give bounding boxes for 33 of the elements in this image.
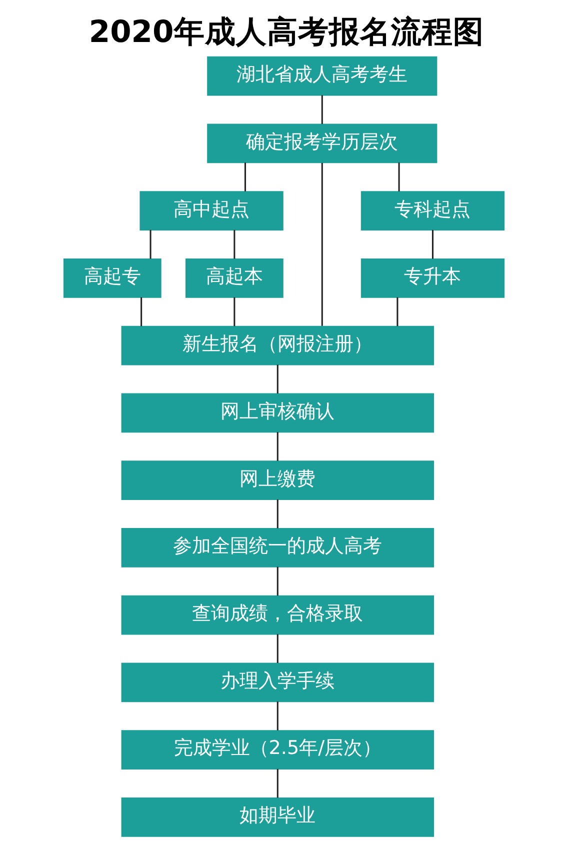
connector: [320, 95, 322, 124]
node-box: 湖北省成人高考考生: [206, 56, 437, 96]
node-box: 高中起点: [139, 191, 283, 230]
connector: [276, 768, 278, 798]
connector: [396, 297, 398, 326]
connector: [233, 297, 235, 326]
connector: [276, 499, 278, 528]
connector: [276, 634, 278, 663]
connector: [431, 230, 433, 259]
node-box: 确定报考学历层次: [206, 124, 437, 164]
diagram-title: 2020年成人高考报名流程图: [88, 14, 484, 50]
node-box: 高起专: [62, 258, 161, 298]
node-box: 新生报名（网报注册）: [120, 326, 434, 366]
node-box: 如期毕业: [120, 797, 434, 837]
connector: [140, 297, 142, 326]
node-box: 高起本: [184, 258, 283, 298]
connector: [276, 432, 278, 461]
node-box: 专升本: [360, 258, 504, 298]
connector: [233, 230, 235, 259]
node-box: 完成学业（2.5年/层次）: [120, 730, 434, 770]
connector: [276, 364, 278, 394]
node-box: 网上审核确认: [120, 393, 434, 433]
node-box: 查询成绩，合格录取: [120, 595, 434, 635]
node-box: 网上缴费: [120, 460, 434, 500]
connector: [276, 566, 278, 596]
connector: [244, 162, 246, 192]
connector: [276, 702, 278, 730]
node-box: 参加全国统一的成人高考: [120, 528, 434, 568]
connector: [149, 230, 151, 259]
node-box: 专科起点: [360, 191, 504, 230]
connector: [398, 162, 400, 192]
connector: [320, 162, 322, 326]
node-box: 办理入学手续: [120, 662, 434, 702]
